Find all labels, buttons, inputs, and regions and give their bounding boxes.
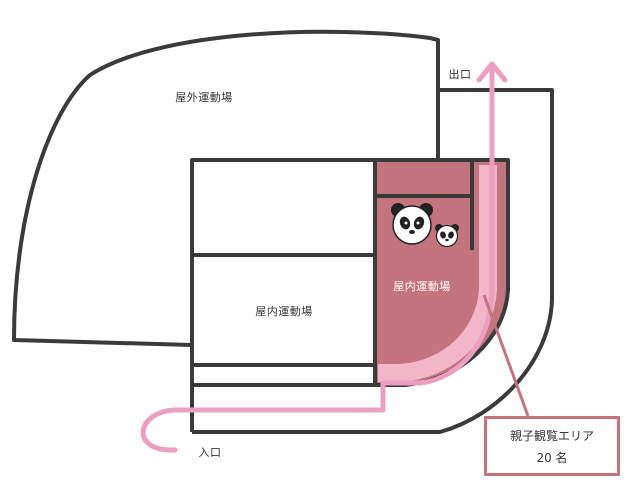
outer-corridor-wall (192, 88, 554, 434)
indoor-yard-label-left: 屋内運動場 (255, 305, 313, 318)
callout-leader (482, 294, 530, 417)
viewing-area-callout: 親子観覧エリア 20 名 (484, 416, 620, 476)
viewing-strip (378, 165, 497, 382)
entrance-label: 入口 (198, 446, 222, 459)
callout-capacity: 20 名 (536, 450, 568, 465)
building-outline (190, 158, 474, 387)
indoor-yard-label-right: 屋内運動場 (393, 280, 451, 293)
outdoor-yard-label: 屋外運動場 (175, 91, 233, 104)
route-arrowhead (476, 61, 508, 83)
visitor-route (140, 63, 495, 453)
outdoor-yard-outline (12, 29, 440, 347)
panda-cub-icon (435, 224, 459, 248)
callout-title: 親子観覧エリア (509, 428, 594, 443)
panda-adult-icon (391, 203, 433, 245)
exit-label: 出口 (448, 68, 472, 81)
